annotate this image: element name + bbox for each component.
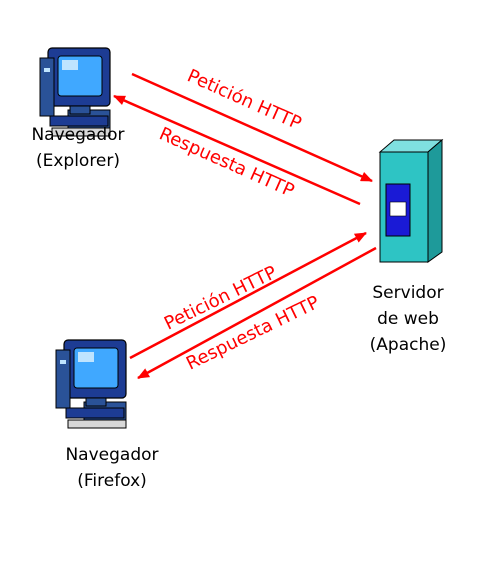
top-response-arrow (113, 94, 361, 206)
bottom-request-arrow (129, 231, 367, 360)
desktop-computer-icon (55, 339, 127, 429)
client-firefox-name: Navegador (65, 445, 158, 465)
client-firefox-browser: (Firefox) (77, 471, 147, 491)
bottom-response-arrow (137, 246, 377, 380)
desktop-computer-icon (39, 47, 111, 137)
server-label-line1: Servidor (372, 283, 443, 303)
server-tower-icon (378, 138, 444, 263)
client-explorer-browser: (Explorer) (36, 151, 120, 171)
server-label-line3: (Apache) (370, 335, 447, 355)
server-label-line2: de web (377, 309, 439, 329)
client-explorer-name: Navegador (31, 125, 124, 145)
top-request-arrow (131, 72, 373, 183)
top-response-label: Respuesta HTTP (156, 123, 297, 201)
